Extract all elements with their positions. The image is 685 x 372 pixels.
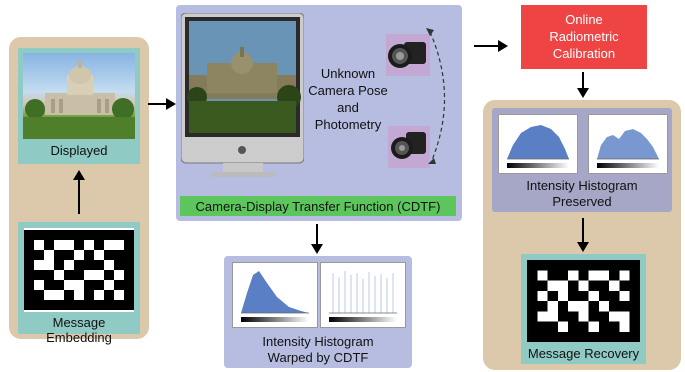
embedding-code	[24, 228, 134, 312]
displayed-image	[23, 53, 135, 139]
cdtf-bar	[180, 196, 456, 216]
online-calibration-line-1: Online	[565, 12, 603, 27]
recovery-code	[527, 260, 640, 342]
online-calibration-line-3: Calibration	[552, 46, 616, 61]
message-embedding-frame: Message Embedding	[18, 222, 140, 345]
preserved-label-line-1: Intensity Histogram	[526, 178, 638, 193]
message-recovery-label: Message Recovery	[527, 346, 640, 361]
arrow-to-calibration	[474, 40, 508, 52]
monitor	[181, 13, 304, 178]
unknown-camera-line-2: Camera Pose	[308, 83, 388, 98]
preserved-histogram-right	[588, 114, 668, 174]
arrow-to-recovery	[576, 218, 590, 252]
unknown-camera-line-3: and	[337, 100, 359, 115]
camera-icon-top	[380, 26, 436, 82]
online-calibration-box	[521, 5, 647, 69]
warped-label-line-2: Warped by CDTF	[267, 350, 369, 365]
arrow-to-warped	[310, 224, 324, 254]
arrow-to-display	[148, 98, 176, 110]
message-embedding-label: Message Embedding	[46, 315, 112, 345]
arrow-embed-to-displayed	[72, 170, 86, 214]
preserved-histogram-left	[498, 114, 578, 174]
displayed-label: Displayed	[50, 143, 108, 158]
online-calibration-line-2: Radiometric	[549, 29, 619, 44]
displayed-frame: Displayed	[18, 48, 140, 164]
message-recovery-frame: Message Recovery	[521, 254, 646, 364]
preserved-label-line-2: Preserved	[552, 194, 612, 209]
warped-histogram-left	[232, 262, 318, 328]
unknown-camera-line-4: Photometry	[314, 117, 382, 132]
arrow-to-preserved	[576, 72, 590, 98]
camera-motion-arrow	[420, 24, 456, 169]
unknown-camera-line-1: Unknown	[320, 66, 376, 81]
warped-label-line-1: Intensity Histogram	[262, 334, 374, 349]
warped-histogram-right	[320, 262, 406, 328]
camera-icon-bottom	[384, 120, 436, 172]
cdtf-label: Camera-Display Transfer Function (CDTF)	[195, 199, 441, 214]
